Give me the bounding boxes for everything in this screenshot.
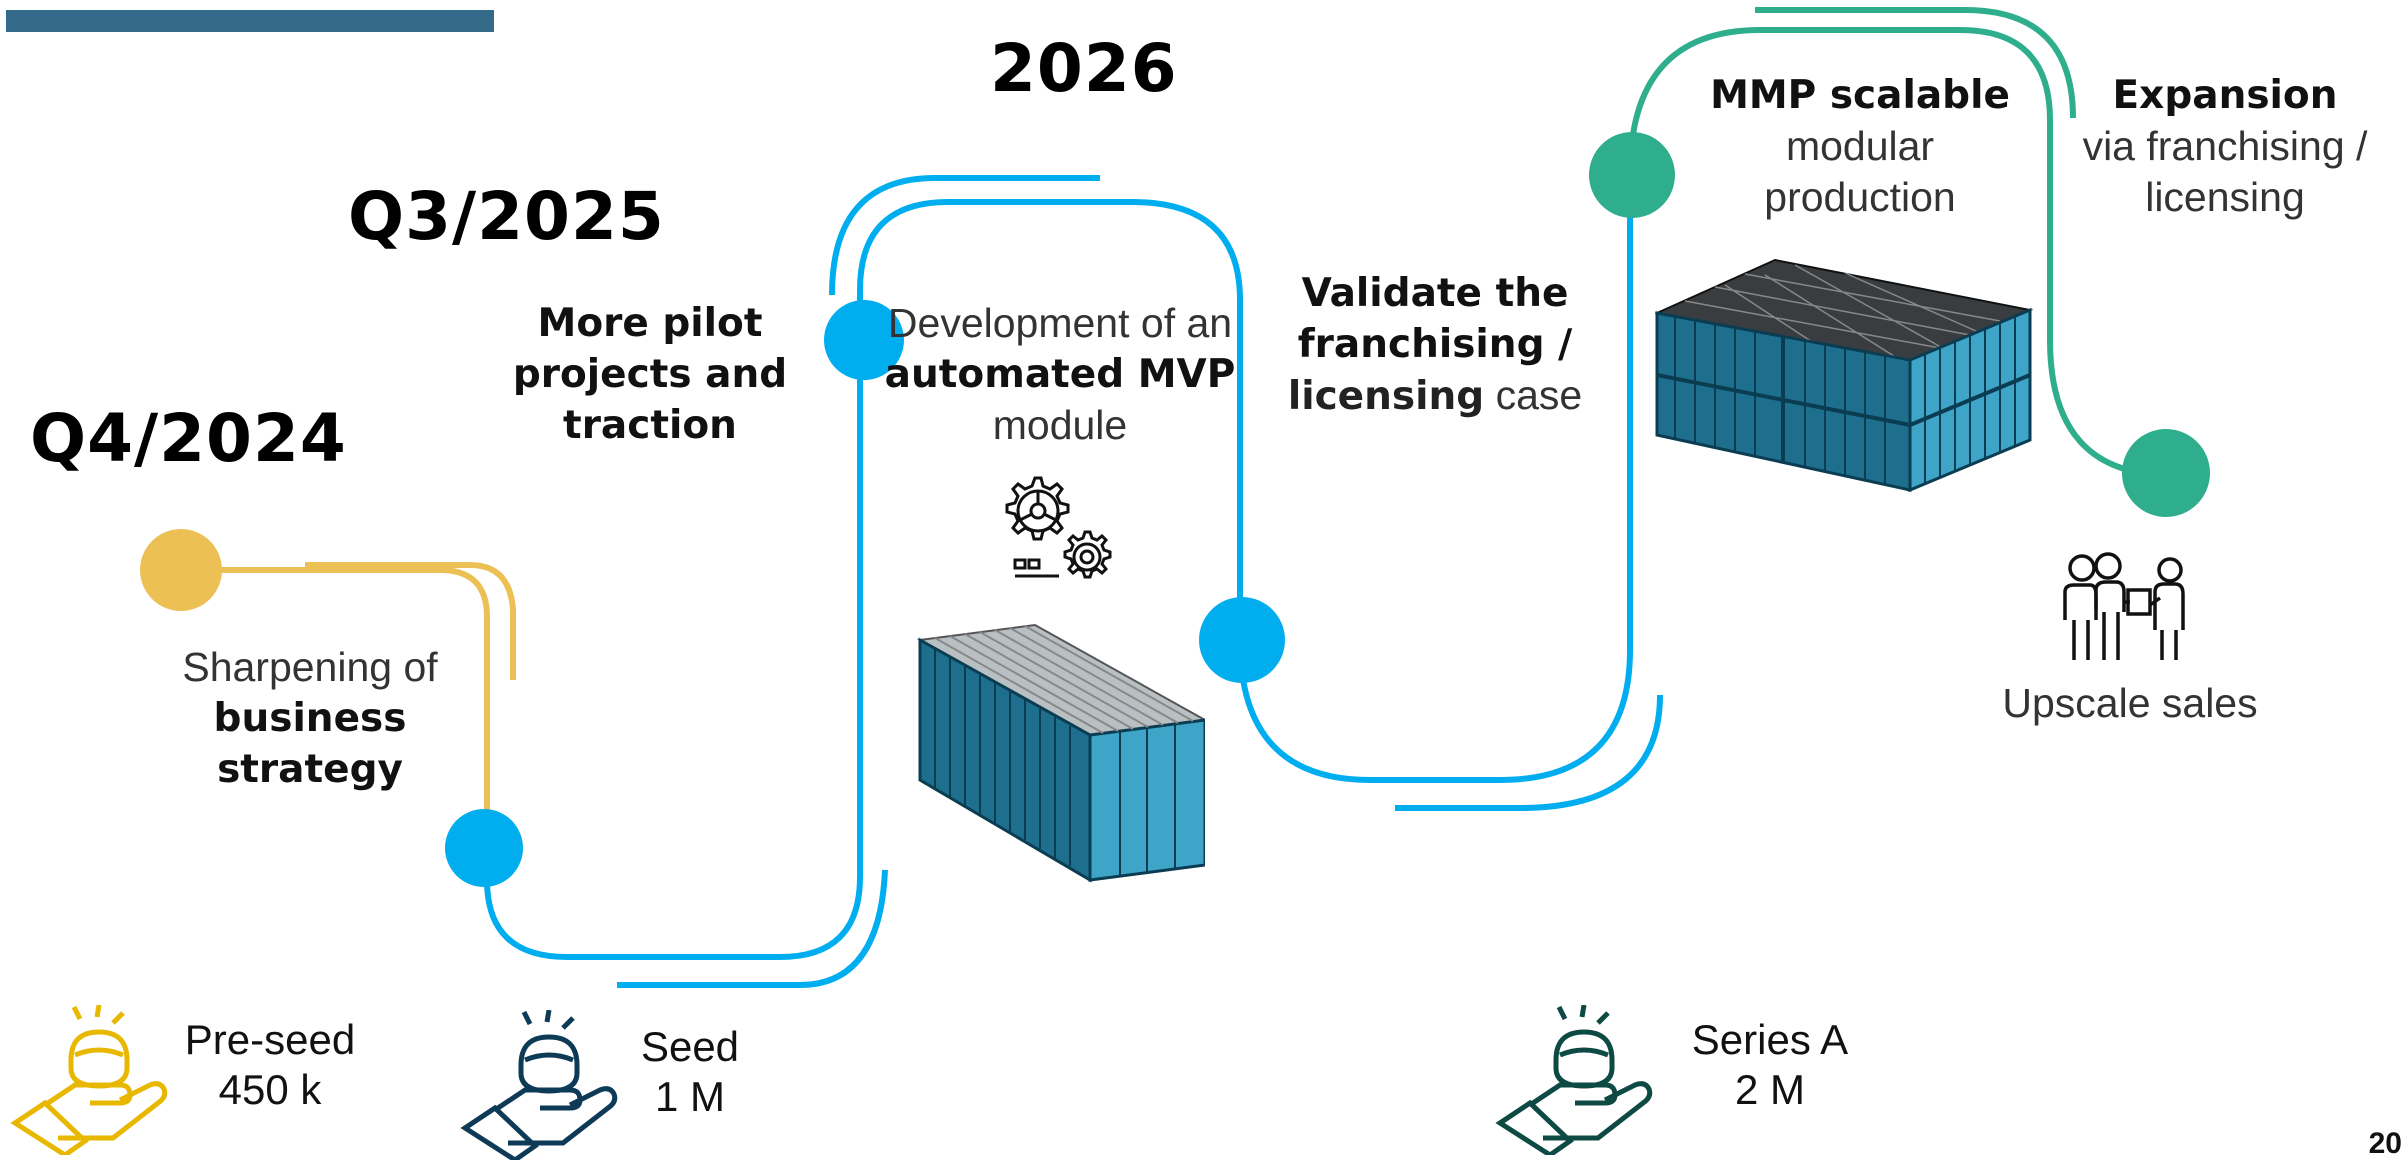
- pilot-line1: More pilot: [537, 301, 763, 346]
- milestone-dot-q4-2024: [140, 529, 222, 611]
- validate-line1: Validate the: [1301, 271, 1569, 316]
- seed-name: Seed: [640, 1023, 740, 1070]
- milestone-dot-q3-2025: [824, 300, 904, 380]
- milestone-dot-2026: [1199, 597, 1285, 683]
- upscale-label: Upscale sales: [2002, 680, 2258, 726]
- pilot-line3: traction: [563, 403, 737, 448]
- mmp-line3: production: [1764, 174, 1956, 220]
- development-line2: automated MVP: [884, 352, 1236, 397]
- expansion-line2: via franchising /: [2082, 123, 2368, 169]
- container-icon: [916, 623, 1205, 883]
- sales-team-icon: [2063, 552, 2185, 660]
- milestone-validate: Validate the franchising / licensing cas…: [1280, 268, 1590, 422]
- validate-line2: franchising /: [1297, 322, 1573, 367]
- year-q4-2024: Q4/2024: [30, 400, 347, 477]
- mmp-line1: MMP scalable: [1710, 73, 2010, 118]
- development-line1: Development of an: [887, 300, 1233, 346]
- funding-series-a: Series A 2 M: [1680, 1015, 1860, 1115]
- year-q3-2025: Q3/2025: [348, 178, 665, 255]
- blue-path: [484, 175, 1663, 988]
- pilot-line2: projects and: [512, 352, 788, 397]
- stacked-containers-icon: [1655, 258, 2034, 493]
- validate-line3: licensing case: [1280, 370, 1590, 422]
- milestone-upscale: Upscale sales: [1980, 678, 2280, 729]
- expansion-line3: licensing: [2145, 174, 2305, 220]
- milestone-dot-mmp: [1589, 132, 1675, 218]
- validate-line3-bold: licensing: [1287, 374, 1485, 419]
- milestone-dot-preseed: [445, 809, 523, 887]
- milestone-sharpening: Sharpening of business strategy: [160, 642, 460, 795]
- mmp-line2: modular: [1785, 123, 1935, 169]
- sharpening-line2: business: [213, 696, 407, 741]
- sharpening-line1: Sharpening of: [182, 644, 438, 690]
- milestone-dot-expansion: [2122, 429, 2210, 517]
- year-2026: 2026: [990, 30, 1178, 107]
- gears-icon: [1005, 476, 1112, 579]
- series-a-amount: 2 M: [1734, 1066, 1805, 1113]
- page-number: 20: [2368, 1127, 2402, 1160]
- funding-seed: Seed 1 M: [625, 1022, 755, 1122]
- investor-hand-icon: [460, 1010, 618, 1160]
- validate-line3-rest: case: [1484, 372, 1583, 418]
- milestone-development: Development of an automated MVP module: [870, 298, 1250, 451]
- investor-hand-icon: [10, 1005, 168, 1155]
- preseed-name: Pre-seed: [184, 1016, 356, 1063]
- investor-hand-icon: [1495, 1005, 1653, 1155]
- preseed-amount: 450 k: [218, 1066, 322, 1113]
- series-a-name: Series A: [1691, 1016, 1849, 1063]
- milestone-mmp: MMP scalable modular production: [1700, 70, 2020, 223]
- development-line3: module: [992, 402, 1128, 448]
- teal-path: [1627, 7, 2171, 478]
- funding-preseed: Pre-seed 450 k: [180, 1015, 360, 1115]
- milestone-pilot: More pilot projects and traction: [500, 298, 800, 451]
- sharpening-line3: strategy: [217, 747, 403, 792]
- yellow-path: [180, 562, 516, 850]
- seed-amount: 1 M: [654, 1073, 725, 1120]
- top-accent-bar: [6, 10, 494, 32]
- expansion-line1: Expansion: [2112, 73, 2338, 118]
- milestone-expansion: Expansion via franchising / licensing: [2065, 70, 2385, 223]
